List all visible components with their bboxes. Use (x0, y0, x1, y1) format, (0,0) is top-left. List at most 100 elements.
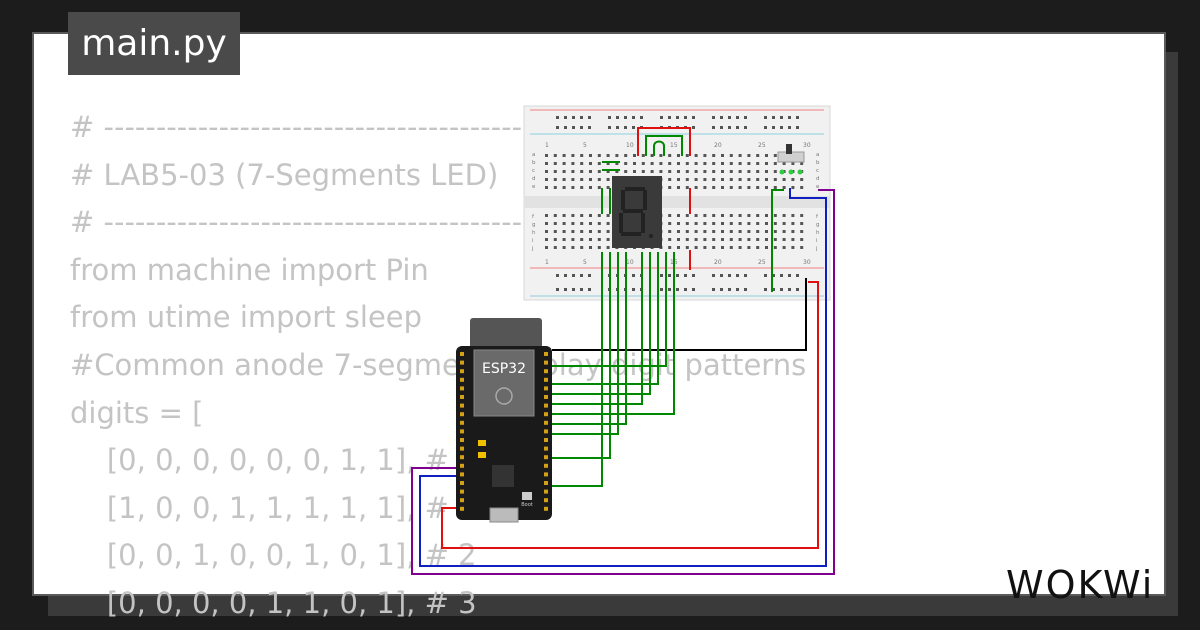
header-pin (460, 463, 464, 468)
breadboard-hole (562, 162, 566, 165)
breadboard-hole (800, 162, 804, 165)
breadboard-hole (597, 238, 601, 241)
wire-purple (411, 189, 835, 575)
breadboard-hole (685, 214, 689, 217)
header-pin (544, 360, 548, 365)
wire-green (552, 252, 603, 487)
row-letter: i (532, 238, 534, 244)
breadboard-hole (791, 162, 795, 165)
breadboard-center-channel (524, 196, 830, 208)
row-letter: j (815, 246, 818, 252)
breadboard-hole (624, 126, 627, 129)
breadboard-hole (564, 116, 567, 119)
breadboard-hole (677, 154, 680, 157)
breadboard-hole (756, 214, 760, 217)
column-number: 10 (626, 259, 634, 266)
breadboard-hole (553, 162, 557, 165)
breadboard-hole (800, 230, 804, 233)
breadboard-hole (580, 222, 584, 225)
breadboard-hole (597, 214, 601, 217)
code-line: # --------------------------------------… (70, 110, 523, 144)
breadboard-hole (562, 222, 566, 225)
header-pin (460, 438, 464, 442)
breadboard-hole (796, 288, 799, 291)
breadboard-hole (545, 162, 548, 165)
breadboard-hole (712, 230, 716, 233)
breadboard-hole (773, 214, 777, 217)
breadboard-hole (788, 288, 791, 291)
breadboard-hole (685, 246, 689, 249)
breadboard-hole (556, 126, 559, 129)
wokwi-logo[interactable]: WOKWi (1002, 560, 1178, 610)
wire-green (552, 252, 627, 425)
wire-green (552, 252, 675, 415)
breadboard-hole (747, 230, 751, 233)
row-letter: c (816, 168, 819, 174)
breadboard-hole (616, 116, 619, 119)
breadboard-hole (788, 274, 791, 277)
breadboard-hole (765, 222, 768, 225)
breadboard-hole (633, 170, 636, 173)
breadboard-hole (773, 178, 777, 181)
board-wires (411, 188, 835, 575)
breadboard-hole (684, 288, 687, 291)
header-pin (460, 446, 464, 451)
breadboard-hole (703, 222, 707, 225)
breadboard-hole (553, 246, 557, 249)
breadboard-hole (747, 214, 751, 217)
breadboard-hole (712, 274, 715, 277)
breadboard-hole (736, 116, 739, 119)
breadboard-hole (616, 126, 619, 129)
code-line: from machine import Pin (70, 252, 429, 287)
segment-d (621, 232, 641, 236)
column-number: 1 (545, 259, 549, 266)
breadboard-hole (650, 154, 654, 157)
row-letter: b (532, 160, 536, 166)
header-pin (460, 360, 464, 365)
breadboard-hole (729, 222, 733, 225)
breadboard-hole (571, 162, 575, 165)
wire-green (552, 252, 611, 459)
segment-a (625, 187, 645, 191)
header-pin (544, 403, 548, 408)
breadboard-hole (712, 116, 715, 119)
breadboard-hole (668, 186, 672, 189)
breadboard-hole (782, 162, 786, 165)
breadboard-hole (703, 230, 707, 233)
breadboard-hole (571, 186, 575, 189)
breadboard-hole (791, 246, 795, 249)
file-tab[interactable]: main.py (68, 12, 240, 75)
header-pin (544, 463, 548, 468)
breadboard-hole (765, 154, 768, 157)
breadboard-hole (545, 222, 548, 225)
breadboard-hole (608, 116, 611, 119)
switch-pin (779, 169, 785, 175)
breadboard-hole (641, 154, 645, 157)
breadboard-hole (736, 288, 739, 291)
breadboard-hole (765, 170, 768, 173)
code-line: [0, 0, 0, 0, 0, 0, 1, 1], # 0 (70, 443, 477, 478)
breadboard-hole (756, 222, 760, 225)
breadboard-hole (772, 116, 775, 119)
breadboard-hole (765, 178, 768, 181)
breadboard-hole (685, 170, 689, 173)
breadboard-hole (756, 170, 760, 173)
breadboard-hole (588, 126, 591, 129)
breadboard-hole (800, 178, 804, 181)
breadboard-hole (796, 116, 799, 119)
breadboard-hole (692, 116, 695, 119)
row-letter: g (532, 222, 536, 228)
breadboard-hole (556, 116, 559, 119)
breadboard-hole (588, 288, 591, 291)
breadboard-hole (744, 288, 747, 291)
breadboard-hole (747, 170, 751, 173)
breadboard-hole (782, 222, 786, 225)
wroom-module (473, 349, 535, 417)
breadboard-hole (764, 288, 767, 291)
breadboard-hole (738, 222, 742, 225)
breadboard-hole (692, 274, 695, 277)
header-pin (544, 420, 548, 425)
breadboard-hole (747, 222, 751, 225)
breadboard-hole (632, 126, 635, 129)
row-letter: e (816, 184, 820, 190)
